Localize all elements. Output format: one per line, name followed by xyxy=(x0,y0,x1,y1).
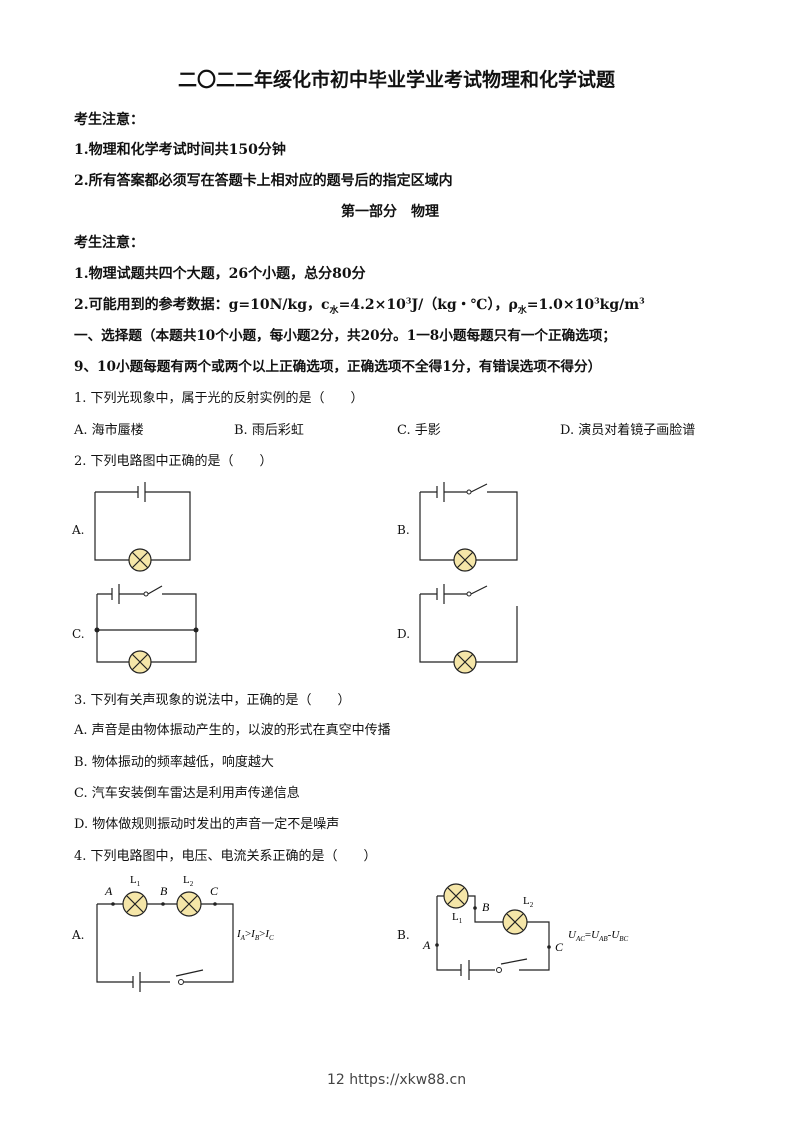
lamp-icon xyxy=(443,883,469,909)
section1-line2: 9、10小题每题有两个或两个以上正确选项，正确选项不全得1分，有错误选项不得分） xyxy=(74,359,602,375)
q4-label-b: B. xyxy=(397,928,410,942)
lamp-icon xyxy=(453,548,477,572)
q2-circuit-c xyxy=(94,584,199,674)
part-notice-heading: 考生注意： xyxy=(74,235,144,251)
lamp-l1-label: L1 xyxy=(452,911,463,925)
q4-label-a: A. xyxy=(72,928,85,942)
q1-stem: 1. 下列光现象中，属于光的反射实例的是（ ） xyxy=(74,391,364,406)
q1-option-d: D. 演员对着镜子画脸谱 xyxy=(560,423,696,438)
q1-option-c: C. 手影 xyxy=(397,423,441,438)
q1-option-a: A. 海市蜃楼 xyxy=(74,423,144,438)
q2-label-c: C. xyxy=(72,627,85,641)
q2-stem: 2. 下列电路图中正确的是（ ） xyxy=(74,454,273,469)
page-footer: 12 https://xkw88.cn xyxy=(326,1072,467,1088)
lamp-l1-label: L1 xyxy=(130,874,141,888)
lamp-icon xyxy=(122,891,148,917)
q4-stem: 4. 下列电路图中，电压、电流关系正确的是（ ） xyxy=(74,849,377,864)
lamp-icon xyxy=(128,548,152,572)
q4-a-relation: IA>IB>IC xyxy=(236,928,274,942)
lamp-icon xyxy=(453,650,477,674)
node-a-label: A xyxy=(422,938,431,952)
node-c-label: C xyxy=(555,940,564,954)
part-title: 第一部分 物理 xyxy=(341,204,439,220)
lamp-icon xyxy=(176,891,202,917)
q2-label-b: B. xyxy=(397,523,410,537)
q2-circuit-d xyxy=(419,584,518,674)
node-b-label: B xyxy=(482,900,490,914)
lamp-icon xyxy=(502,909,528,935)
q3-option-d: D. 物体做规则振动时发出的声音一定不是噪声 xyxy=(74,817,340,832)
q4-circuit-b: A B C L1 L2 UAC=UAB-UBC xyxy=(422,883,629,980)
lamp-l2-label: L2 xyxy=(523,895,534,909)
section1-line1: 一、选择题（本题共10个小题，每小题2分，共20分。1一8小题每题只有一个正确选… xyxy=(74,328,616,344)
node-a-label: A xyxy=(104,884,113,898)
node-b-label: B xyxy=(160,884,168,898)
notice-item-1: 1.物理和化学考试时间共150分钟 xyxy=(74,142,286,158)
notice-heading: 考生注意： xyxy=(74,112,144,128)
q2-label-a: A. xyxy=(72,523,85,537)
q4-b-relation: UAC=UAB-UBC xyxy=(568,929,629,943)
lamp-l2-label: L2 xyxy=(183,874,194,888)
page-title: 二〇二二年绥化市初中毕业学业考试物理和化学试题 xyxy=(177,69,615,91)
notice-item-2: 2.所有答案都必须写在答题卡上相对应的题号后的指定区域内 xyxy=(74,173,453,189)
q3-option-a: A. 声音是由物体振动产生的，以波的形式在真空中传播 xyxy=(74,723,391,738)
q2-circuit-a xyxy=(94,482,191,572)
q3-option-c: C. 汽车安装倒车雷达是利用声传递信息 xyxy=(74,786,300,801)
q4-circuit-a: A B C L1 L2 IA>IB>IC xyxy=(96,874,274,992)
q2-circuit-b xyxy=(419,482,518,572)
q3-stem: 3. 下列有关声现象的说法中，正确的是（ ） xyxy=(74,693,351,708)
q2-label-d: D. xyxy=(397,627,411,641)
part-notice-2: 2.可能用到的参考数据：g=10N/kg，c水=4.2×103J/（kg・℃），… xyxy=(74,295,645,316)
part-notice-1: 1.物理试题共四个大题，26个小题，总分80分 xyxy=(74,266,366,282)
node-c-label: C xyxy=(210,884,219,898)
q3-option-b: B. 物体振动的频率越低，响度越大 xyxy=(74,755,274,770)
q1-option-b: B. 雨后彩虹 xyxy=(234,423,304,438)
lamp-icon xyxy=(128,650,152,674)
